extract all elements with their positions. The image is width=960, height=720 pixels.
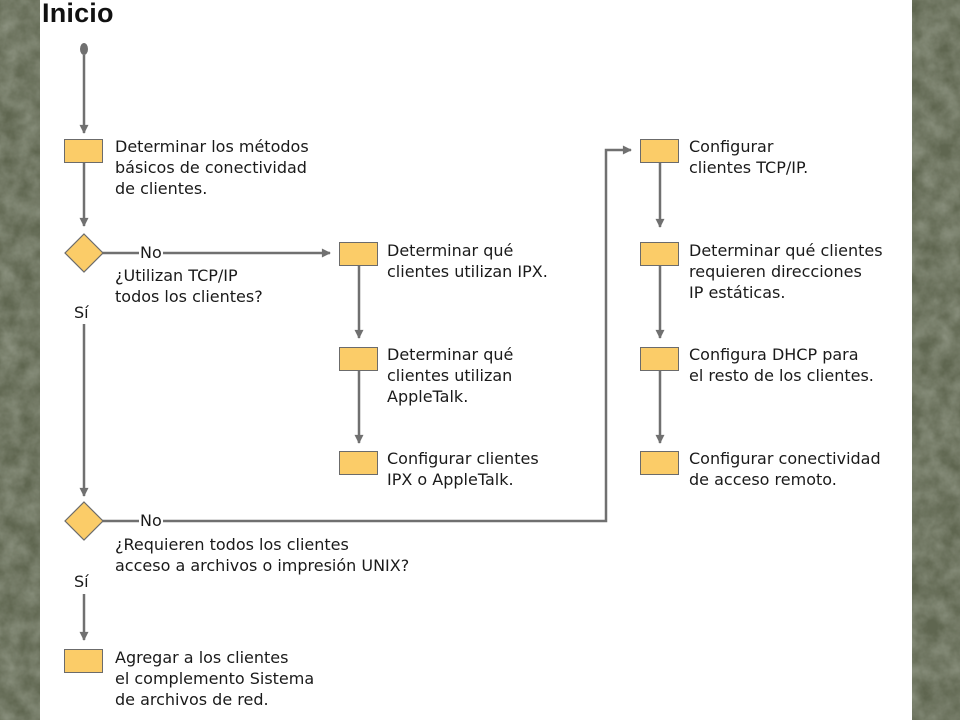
process-box-s1 [64, 139, 103, 163]
branch-label-no-unix: No [139, 511, 163, 531]
process-box-s8 [640, 451, 679, 475]
flowchart-panel [40, 0, 912, 720]
branch-label-yes-unix: Sí [73, 572, 90, 592]
decision-diamond-unix [64, 501, 104, 541]
branch-label-yes-tcpip: Sí [73, 303, 90, 323]
process-box-s2 [339, 242, 378, 266]
branch-label-no-tcpip: No [139, 243, 163, 263]
decision-diamond-tcpip [64, 233, 104, 273]
process-box-s5 [640, 139, 679, 163]
diagram-title: Inicio [42, 0, 114, 28]
process-box-s6 [640, 242, 679, 266]
connector-d2-no [102, 145, 632, 523]
start-dot [80, 43, 88, 55]
process-box-s7 [640, 347, 679, 371]
process-box-s3 [339, 347, 378, 371]
process-box-s9 [64, 649, 103, 673]
process-box-s4 [339, 451, 378, 475]
